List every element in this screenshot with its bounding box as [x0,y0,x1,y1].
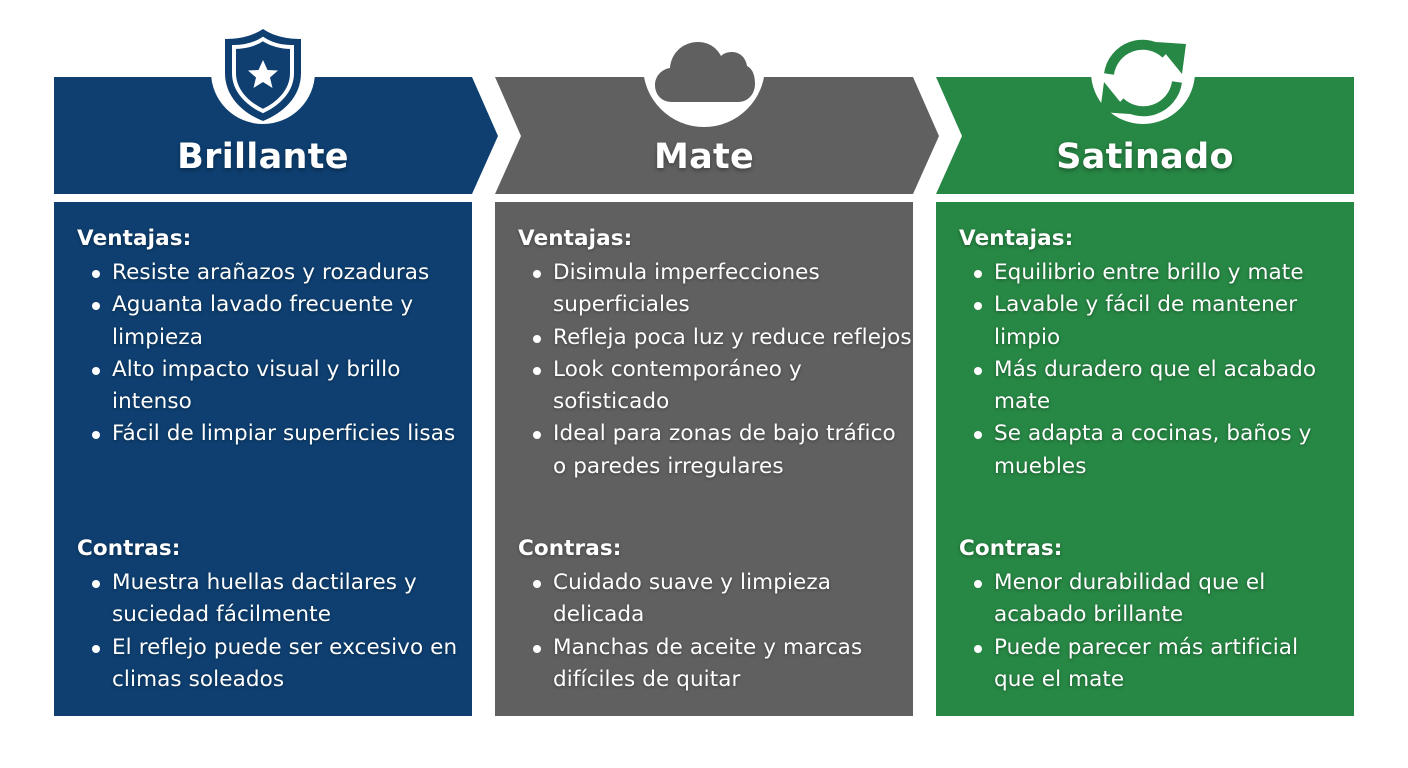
contra-text: Manchas de aceite y marcas difíciles de … [553,634,863,692]
ventaja-item: Alto impacto visual y brillo intenso [77,354,472,419]
ventajas-list: Resiste arañazos y rozaduras Aguanta lav… [77,257,472,451]
ventajas-section: Ventajas: Equilibrio entre brillo y mate… [959,224,1354,483]
ventaja-text: Lavable y fácil de mantener limpio [994,292,1298,350]
ventaja-text: Fácil de limpiar superficies lisas [112,421,456,447]
ventaja-item: Equilibrio entre brillo y mate [959,257,1354,289]
bullet-icon [974,302,982,311]
ventaja-item: Look contemporáneo y sofisticado [518,354,913,419]
contras-section: Contras: Menor durabilidad que el acabad… [959,534,1344,696]
bullet-icon [974,366,982,375]
column-title-mate: Mate [653,137,755,177]
ventajas-section: Ventajas: Disimula imperfecciones superf… [518,224,913,483]
bullet-icon [92,431,100,440]
bullet-icon [92,580,100,588]
contra-item: Manchas de aceite y marcas difíciles de … [518,632,903,697]
ventaja-item: Refleja poca luz y reduce reflejos [518,322,913,354]
column-body-brillante: Ventajas: Resiste arañazos y rozaduras A… [54,202,472,716]
contra-text: Menor durabilidad que el acabado brillan… [994,570,1266,628]
contra-text: Cuidado suave y limpieza delicada [553,570,832,628]
ventajas-section: Ventajas: Resiste arañazos y rozaduras A… [77,224,472,451]
ventajas-label: Ventajas: [518,226,633,251]
bullet-icon [533,334,541,343]
ventaja-text: Refleja poca luz y reduce reflejos [553,324,912,350]
bullet-icon [533,580,541,588]
contra-item: Muestra huellas dactilares y suciedad fá… [77,567,462,632]
contras-label: Contras: [77,536,181,561]
ventajas-label: Ventajas: [77,226,192,251]
bullet-icon [533,366,541,375]
ventaja-text: Disimula imperfecciones superficiales [553,260,820,318]
column-body-mate: Ventajas: Disimula imperfecciones superf… [495,202,913,716]
refresh-icon [1098,34,1188,122]
ventaja-text: Alto impacto visual y brillo intenso [112,356,401,415]
contra-text: El reflejo puede ser excesivo en climas … [112,634,458,692]
contra-text: Muestra huellas dactilares y suciedad fá… [112,570,417,628]
bullet-icon [92,366,100,375]
contra-item: Puede parecer más artificial que el mate [959,632,1344,697]
ventaja-item: Se adapta a cocinas, baños y muebles [959,418,1354,483]
ventaja-item: Ideal para zonas de bajo tráfico o pared… [518,418,913,483]
column-title-satinado: Satinado [1056,137,1234,177]
contra-text: Puede parecer más artificial que el mate [994,634,1299,692]
bullet-icon [974,270,982,278]
contras-list: Menor durabilidad que el acabado brillan… [959,567,1344,696]
bullet-icon [92,302,100,311]
header-chevrons [54,77,1354,194]
shield-star-icon [221,27,305,123]
ventaja-text: Resiste arañazos y rozaduras [112,260,430,285]
contras-label: Contras: [518,536,622,561]
ventaja-text: Equilibrio entre brillo y mate [994,260,1304,285]
ventaja-item: Fácil de limpiar superficies lisas [77,418,472,450]
ventaja-item: Disimula imperfecciones superficiales [518,257,913,322]
column-body-satinado: Ventajas: Equilibrio entre brillo y mate… [936,202,1354,716]
ventaja-text: Ideal para zonas de bajo tráfico o pared… [553,421,896,479]
ventaja-text: Más duradero que el acabado mate [994,356,1317,415]
contras-list: Cuidado suave y limpieza delicada Mancha… [518,567,903,696]
contra-item: Cuidado suave y limpieza delicada [518,567,903,632]
ventajas-label: Ventajas: [959,226,1074,251]
ventajas-list: Disimula imperfecciones superficiales Re… [518,257,913,483]
header-shape-mate [495,77,939,194]
bullet-icon [92,270,100,278]
ventaja-item: Resiste arañazos y rozaduras [77,257,472,289]
bullet-icon [533,270,541,278]
contras-list: Muestra huellas dactilares y suciedad fá… [77,567,462,696]
cloud-icon [654,40,756,104]
ventaja-text: Look contemporáneo y sofisticado [553,356,802,415]
header-shape-satinado [936,77,1354,194]
contra-item: Menor durabilidad que el acabado brillan… [959,567,1344,632]
contras-section: Contras: Muestra huellas dactilares y su… [77,534,462,696]
contras-section: Contras: Cuidado suave y limpieza delica… [518,534,903,696]
contras-label: Contras: [959,536,1063,561]
column-title-brillante: Brillante [177,137,349,177]
bullet-icon [533,644,541,653]
ventaja-text: Aguanta lavado frecuente y limpieza [112,292,414,350]
ventaja-item: Más duradero que el acabado mate [959,354,1354,419]
ventaja-text: Se adapta a cocinas, baños y muebles [994,421,1312,479]
bullet-icon [974,644,982,653]
bullet-icon [533,431,541,440]
ventajas-list: Equilibrio entre brillo y mate Lavable y… [959,257,1354,483]
ventaja-item: Aguanta lavado frecuente y limpieza [77,289,472,354]
bullet-icon [974,580,982,588]
header-shape-brillante [54,77,498,194]
contra-item: El reflejo puede ser excesivo en climas … [77,632,462,697]
bullet-icon [974,431,982,440]
ventaja-item: Lavable y fácil de mantener limpio [959,289,1354,354]
bullet-icon [92,644,100,653]
